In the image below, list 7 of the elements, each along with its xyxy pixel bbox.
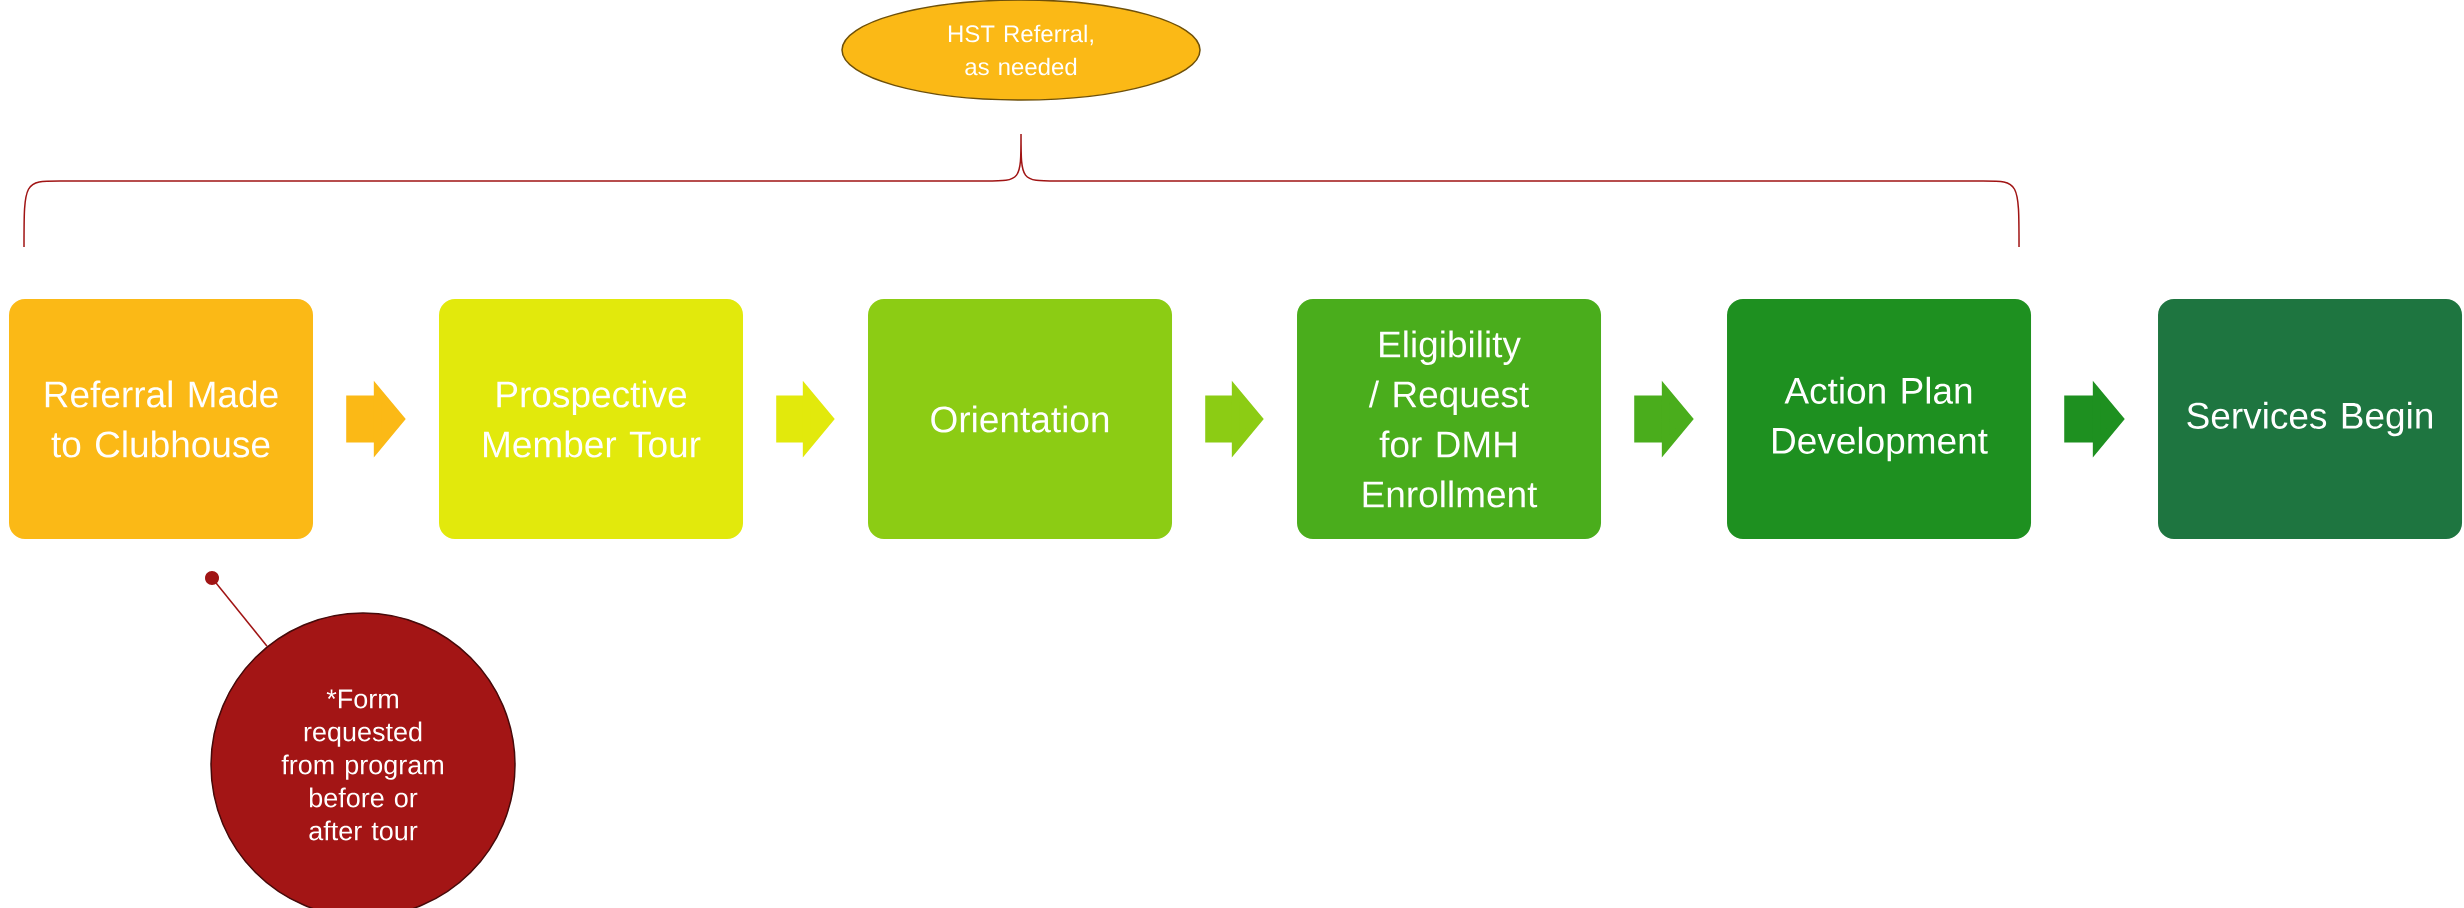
- process-box: Referral Made to Clubhouse: [9, 299, 313, 539]
- leader-line: [205, 571, 268, 647]
- process-box: Services Begin: [2158, 299, 2463, 539]
- process-box: Eligibility / Request for DMH Enrollment: [1297, 299, 1601, 539]
- process-box: Orientation: [868, 299, 1172, 539]
- process-box: Action Plan Development: [1727, 299, 2032, 539]
- process-box: Prospective Member Tour: [439, 299, 743, 539]
